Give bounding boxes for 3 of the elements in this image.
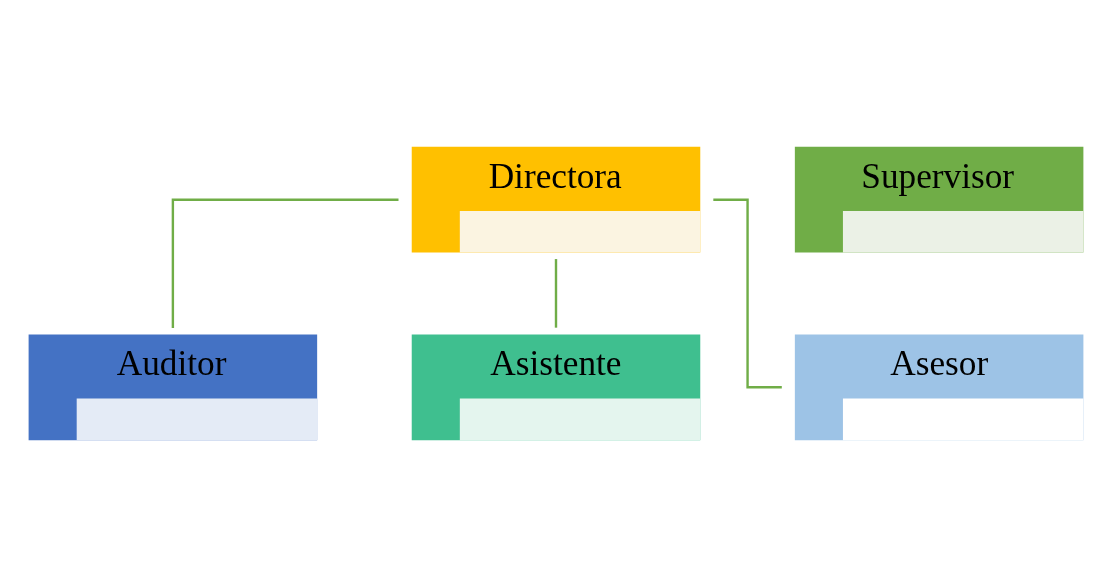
connector <box>554 259 558 328</box>
connector <box>713 198 782 389</box>
connector <box>171 198 399 328</box>
